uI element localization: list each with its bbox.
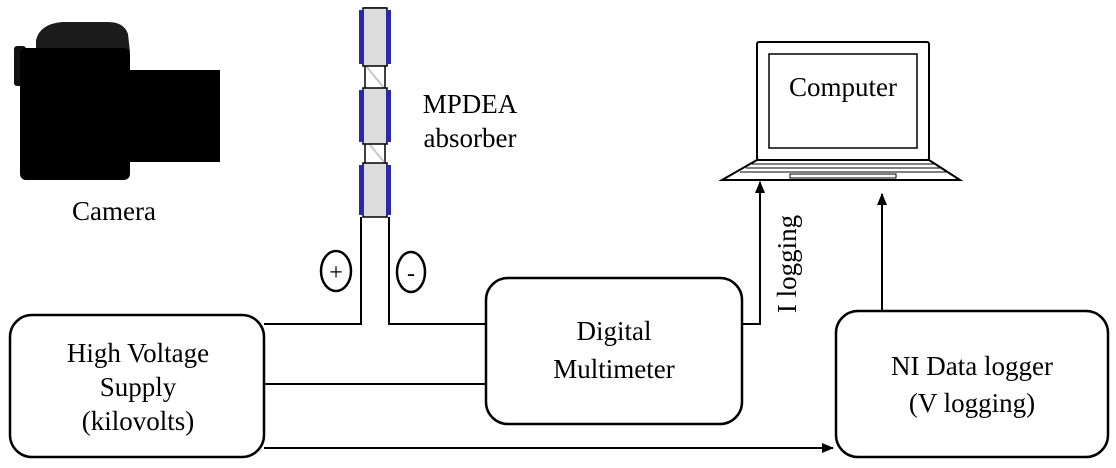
- electrode: [386, 90, 391, 142]
- negative-wire: [388, 217, 486, 325]
- multimeter-box: [484, 276, 744, 426]
- positive-terminal: +: [319, 249, 353, 293]
- multimeter-line1: Digital: [577, 316, 652, 346]
- electrode: [359, 10, 364, 64]
- positive-sign: +: [329, 260, 343, 286]
- electrode: [359, 90, 364, 142]
- data-logger-line2: (V logging): [909, 388, 1035, 418]
- electrode: [386, 165, 391, 215]
- absorber-plate: [362, 162, 388, 218]
- electrode: [359, 165, 364, 215]
- absorber-plate: [362, 7, 388, 67]
- laptop-icon: [718, 41, 964, 181]
- absorber-label-line1: MPDEA: [423, 89, 518, 119]
- positive-wire: [264, 217, 362, 325]
- wiring: [264, 181, 887, 453]
- camera-icon: [14, 22, 220, 180]
- negative-terminal: -: [395, 250, 427, 294]
- camera-label: Camera: [72, 196, 156, 226]
- absorber-plate: [362, 87, 388, 145]
- data-logger-line1: NI Data logger: [891, 351, 1053, 381]
- electrode: [386, 10, 391, 64]
- computer-label: Computer: [789, 72, 897, 102]
- data-logger-box: [834, 309, 1110, 459]
- negative-sign: -: [407, 261, 415, 287]
- absorber-label-line2: absorber: [424, 123, 517, 153]
- hv-supply-line2: Supply: [100, 372, 177, 402]
- absorber-stack-icon: [359, 7, 391, 218]
- hv-supply-line3: (kilovolts): [82, 406, 195, 436]
- multimeter-line2: Multimeter: [553, 354, 674, 384]
- current-logging-label: I logging: [772, 215, 802, 313]
- current-logging-arrow: [742, 181, 765, 325]
- hv-supply-line1: High Voltage: [67, 338, 209, 368]
- hv-supply-box: [8, 313, 266, 459]
